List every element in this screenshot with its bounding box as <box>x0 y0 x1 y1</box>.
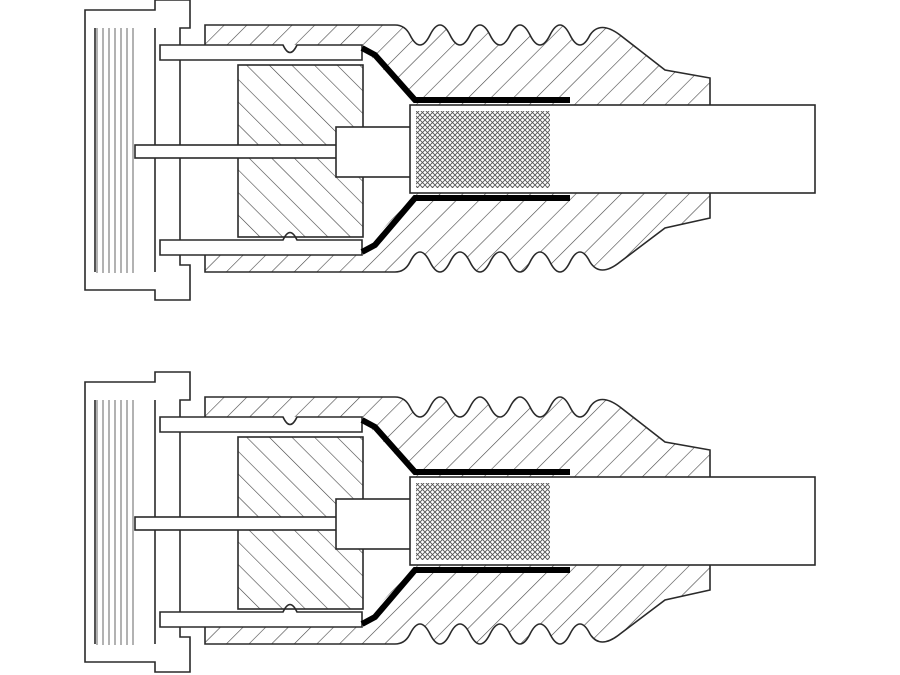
connector-bottom <box>85 372 815 672</box>
connector-top <box>85 0 815 300</box>
